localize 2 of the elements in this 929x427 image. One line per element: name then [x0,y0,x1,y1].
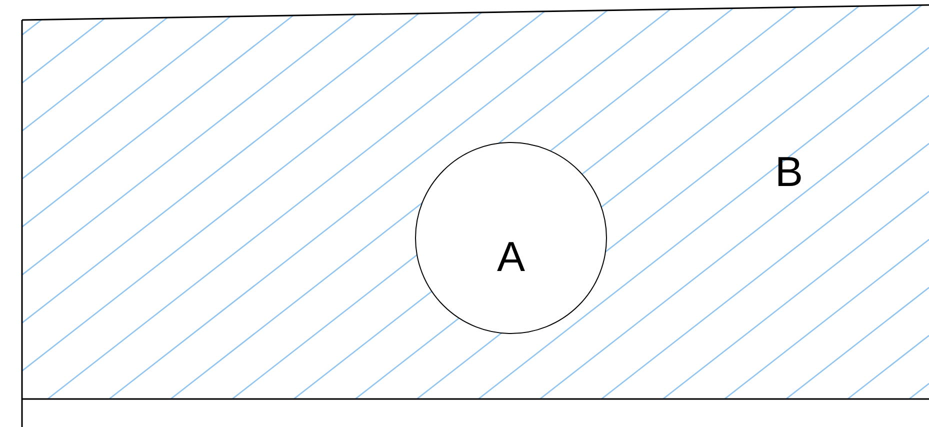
circle-label: A [496,236,525,278]
region-label: B [775,151,804,193]
